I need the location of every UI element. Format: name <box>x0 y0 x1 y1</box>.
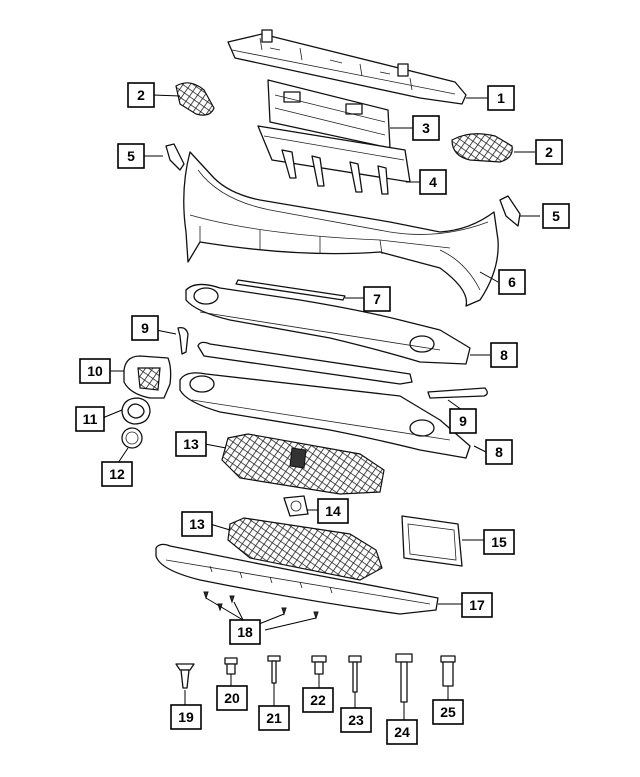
svg-text:13: 13 <box>189 516 205 532</box>
callout-2-right: 2 <box>535 139 563 165</box>
callout-2-left: 2 <box>127 82 155 108</box>
callout-17: 17 <box>461 592 493 618</box>
callout-21: 21 <box>258 705 290 731</box>
callout-13-upper: 13 <box>175 431 207 457</box>
callout-22: 22 <box>302 687 334 713</box>
callout-9-right: 9 <box>449 408 477 434</box>
callout-23: 23 <box>340 707 372 733</box>
part-11-ring <box>121 397 151 425</box>
part-8-lower-fascia <box>179 372 471 459</box>
callout-20: 20 <box>216 685 248 711</box>
svg-text:14: 14 <box>325 503 341 519</box>
part-24-long-bolt <box>395 653 413 703</box>
svg-text:17: 17 <box>469 597 485 613</box>
part-2-left-grille <box>175 82 215 116</box>
part-5-left-bracket <box>165 143 185 171</box>
part-1-reinforcement-bar <box>227 29 467 105</box>
callout-5-right: 5 <box>542 203 570 229</box>
svg-text:6: 6 <box>508 274 516 290</box>
callout-14: 14 <box>317 498 349 524</box>
svg-text:13: 13 <box>183 436 199 452</box>
part-17-air-dam <box>155 543 439 615</box>
part-2-right-grille <box>451 133 513 163</box>
part-3-absorber <box>267 79 391 149</box>
callout-24: 24 <box>386 719 418 745</box>
svg-text:25: 25 <box>440 704 456 720</box>
callout-5-left: 5 <box>117 143 145 169</box>
svg-text:7: 7 <box>373 291 381 307</box>
part-12-fog-lamp <box>121 427 143 449</box>
svg-text:24: 24 <box>394 724 410 740</box>
part-13-upper-grille <box>221 433 385 495</box>
svg-text:8: 8 <box>500 347 508 363</box>
part-14-tow-hook-cover <box>283 495 309 517</box>
callout-25: 25 <box>432 699 464 725</box>
part-20-nut <box>224 657 238 675</box>
part-9-chrome-strip <box>197 341 413 385</box>
svg-text:19: 19 <box>178 709 194 725</box>
callout-18: 18 <box>229 619 261 645</box>
callout-9-left: 9 <box>131 315 159 341</box>
svg-text:15: 15 <box>491 534 507 550</box>
svg-text:18: 18 <box>237 624 253 640</box>
svg-text:10: 10 <box>87 363 103 379</box>
callout-4: 4 <box>419 169 447 195</box>
part-10-bezel <box>123 355 172 399</box>
part-19-push-pin <box>175 663 195 689</box>
callout-19: 19 <box>170 704 202 730</box>
part-4-bracket <box>257 125 411 195</box>
callout-1: 1 <box>487 85 515 111</box>
svg-text:8: 8 <box>495 444 503 460</box>
part-18-clips <box>203 591 319 620</box>
callout-8-lower: 8 <box>485 439 513 465</box>
svg-text:3: 3 <box>422 120 430 136</box>
part-9-right-trim <box>427 387 488 399</box>
svg-text:22: 22 <box>310 692 326 708</box>
callout-8-upper: 8 <box>490 342 518 368</box>
svg-text:20: 20 <box>224 690 240 706</box>
part-25-rivet <box>440 655 456 687</box>
svg-text:21: 21 <box>266 710 282 726</box>
part-6-bumper-fascia <box>183 151 499 307</box>
callout-6: 6 <box>498 269 526 295</box>
part-21-screw <box>267 655 281 684</box>
svg-text:2: 2 <box>137 87 145 103</box>
part-5-right-bracket <box>499 195 521 227</box>
callout-3: 3 <box>412 115 440 141</box>
part-15-license-bracket <box>401 515 463 567</box>
svg-text:12: 12 <box>109 466 125 482</box>
callout-10: 10 <box>79 358 111 384</box>
part-7-molding <box>235 279 346 301</box>
callout-7: 7 <box>363 286 391 312</box>
part-23-bolt <box>348 655 362 693</box>
svg-text:23: 23 <box>348 712 364 728</box>
svg-text:11: 11 <box>83 411 98 427</box>
svg-text:5: 5 <box>127 148 135 164</box>
svg-text:2: 2 <box>545 144 553 160</box>
svg-text:5: 5 <box>552 208 560 224</box>
callout-15: 15 <box>483 529 515 555</box>
svg-text:9: 9 <box>459 413 467 429</box>
svg-text:4: 4 <box>429 174 437 190</box>
part-22-bolt <box>311 655 327 675</box>
callout-12: 12 <box>101 461 133 487</box>
part-13-lower-grille <box>227 517 383 581</box>
part-9-left-trim <box>177 326 189 355</box>
leader-lines <box>99 94 540 720</box>
callout-13-lower: 13 <box>181 511 213 537</box>
callout-11: 11 <box>75 406 105 432</box>
svg-text:9: 9 <box>141 320 149 336</box>
svg-text:1: 1 <box>497 90 505 106</box>
part-8-upper-lower-fascia <box>185 283 471 365</box>
